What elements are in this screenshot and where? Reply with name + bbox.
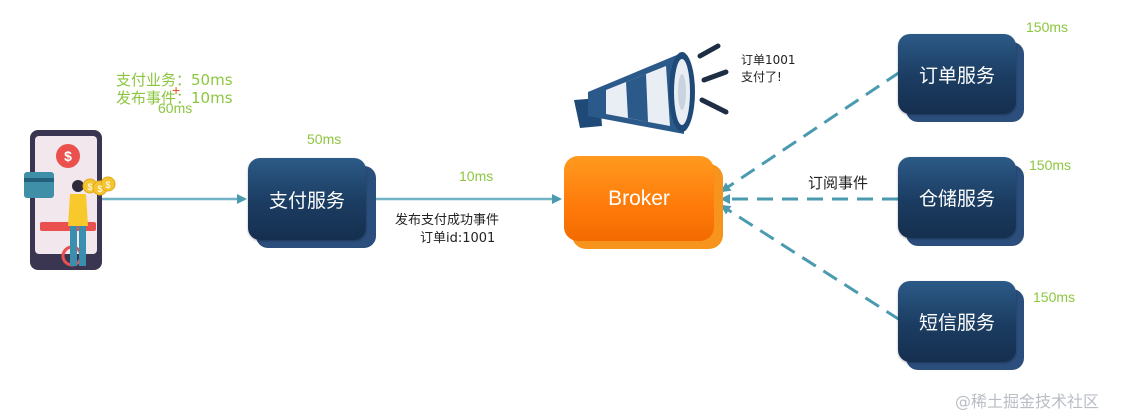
megaphone-message-line1: 订单1001 xyxy=(741,53,796,67)
plus-mark-icon: + xyxy=(172,82,181,98)
pay-service-box: 支付服务 xyxy=(248,158,366,240)
sms-service-time: 150ms xyxy=(1033,289,1076,305)
user-timing-line2: 发布事件：10ms xyxy=(116,89,233,107)
svg-text:$: $ xyxy=(64,148,72,164)
storage-service-label: 仓储服务 xyxy=(918,188,995,210)
sms-service-box: 短信服务 xyxy=(898,281,1016,362)
sms-service-label: 短信服务 xyxy=(918,312,995,334)
storage-service-time: 150ms xyxy=(1029,157,1072,173)
pay-service-time: 50ms xyxy=(307,131,342,147)
user-payment-illustration: $ $ $ $ xyxy=(24,130,116,270)
order-service-time: 150ms xyxy=(1026,19,1069,35)
broker-box: Broker xyxy=(564,156,714,241)
publish-label-line2: 订单id:1001 xyxy=(420,231,496,246)
megaphone-icon xyxy=(574,43,729,134)
sms-subscribe-arrow xyxy=(720,204,901,322)
order-service-box: 订单服务 xyxy=(898,34,1016,114)
storage-service-box: 仓储服务 xyxy=(898,157,1016,238)
svg-text:$: $ xyxy=(87,182,92,192)
user-timing-line1: 支付业务：50ms xyxy=(116,71,233,89)
publish-time: 10ms xyxy=(459,168,494,184)
order-subscribe-arrow xyxy=(720,70,901,193)
subscribe-label: 订阅事件 xyxy=(808,174,869,192)
order-service-label: 订单服务 xyxy=(918,64,995,87)
svg-text:$: $ xyxy=(97,184,102,194)
megaphone-message-line2: 支付了! xyxy=(741,70,782,84)
user-total-time: 60ms xyxy=(158,100,193,116)
broker-label: Broker xyxy=(608,186,670,210)
pay-service-label: 支付服务 xyxy=(268,189,345,212)
watermark: @稀土掘金技术社区 xyxy=(955,392,1100,411)
publish-label-line1: 发布支付成功事件 xyxy=(395,213,500,228)
svg-text:$: $ xyxy=(105,180,110,190)
